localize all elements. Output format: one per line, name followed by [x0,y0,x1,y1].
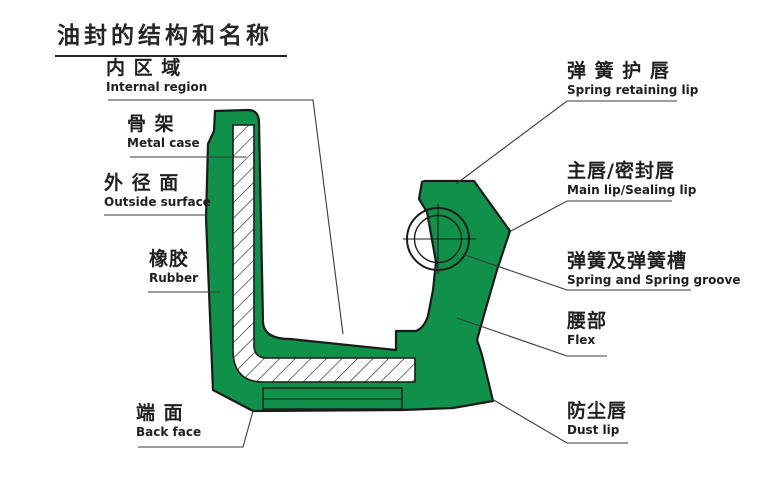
label-spring-groove: 弹簧及弹簧槽 Spring and Spring groove [567,250,741,287]
label-spring-retaining-lip: 弹 簧 护 唇 Spring retaining lip [567,60,698,97]
label-dust-lip: 防尘唇 Dust lip [567,400,627,437]
label-spring-retaining-lip-en: Spring retaining lip [567,83,699,97]
label-internal-region-zh: 内 区 域 [106,57,182,79]
label-metal-case: 骨 架 Metal case [127,113,200,150]
leader-main-lip [510,200,672,232]
label-main-lip-zh: 主唇/密封唇 [567,160,675,182]
leader-back-face [138,410,254,448]
label-flex: 腰部 Flex [567,310,607,347]
leader-spring-groove [461,253,691,291]
label-back-face-zh: 端 面 [136,402,184,424]
leader-spring-retaining-lip [455,100,677,185]
leader-flex [456,317,607,357]
label-flex-en: Flex [567,333,596,347]
label-rubber-en: Rubber [149,271,199,285]
label-outside-surface-zh: 外 径 面 [104,172,180,194]
page-title: 油封的结构和名称 [55,16,287,57]
leader-internal-region [108,99,344,335]
label-flex-zh: 腰部 [567,310,608,332]
label-dust-lip-zh: 防尘唇 [567,400,628,422]
seal-rubber-body [204,108,512,413]
label-back-face: 端 面 Back face [136,402,201,439]
label-dust-lip-en: Dust lip [567,423,620,437]
label-metal-case-zh: 骨 架 [127,113,175,135]
label-rubber-zh: 橡胶 [149,248,190,270]
label-outside-surface-en: Outside surface [104,195,211,209]
label-spring-groove-en: Spring and Spring groove [567,273,741,287]
label-rubber: 橡胶 Rubber [149,248,198,285]
label-spring-retaining-lip-zh: 弹 簧 护 唇 [567,60,670,82]
label-internal-region-en: Internal region [106,80,208,94]
label-main-lip-en: Main lip/Sealing lip [567,183,697,197]
label-back-face-en: Back face [136,425,202,439]
label-outside-surface: 外 径 面 Outside surface [104,172,211,209]
label-spring-groove-zh: 弹簧及弹簧槽 [567,250,688,272]
metal-case-hatching [233,125,415,382]
label-main-lip: 主唇/密封唇 Main lip/Sealing lip [567,160,696,197]
leader-dust-lip [491,398,628,444]
label-internal-region: 内 区 域 Internal region [106,57,207,94]
label-metal-case-en: Metal case [127,136,200,150]
